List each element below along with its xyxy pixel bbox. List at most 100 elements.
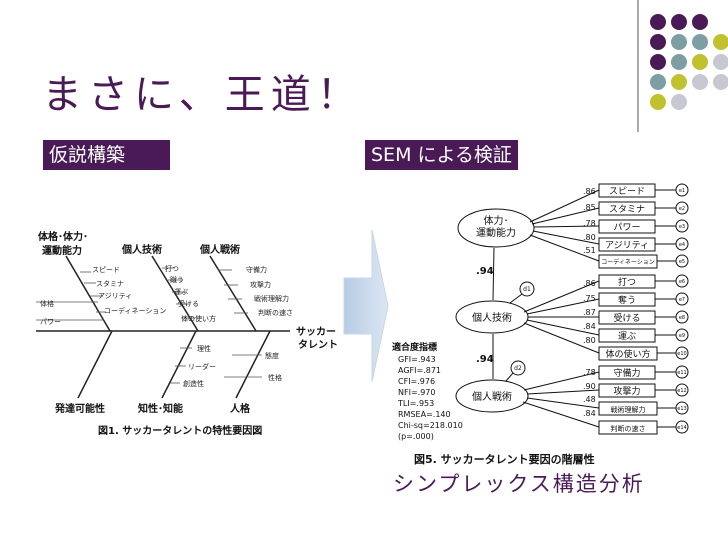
svg-text:e6: e6 xyxy=(679,279,685,285)
loading: .84 xyxy=(583,409,596,418)
dot xyxy=(692,14,708,30)
indicator-label: 守備力 xyxy=(613,367,640,379)
loading: .78 xyxy=(583,368,596,377)
dot xyxy=(650,14,666,30)
bone-personality xyxy=(235,330,271,399)
indicator-label: 奪う xyxy=(618,294,636,306)
fit-index: RMSEA=.140 xyxy=(398,410,451,419)
dot xyxy=(650,34,666,50)
dot xyxy=(671,34,687,50)
svg-text:e13: e13 xyxy=(677,406,686,412)
indicator-label: 運ぶ xyxy=(618,331,636,342)
dot xyxy=(671,14,687,30)
dot xyxy=(692,54,708,70)
loading: .48 xyxy=(583,395,596,404)
loading: .86 xyxy=(583,187,596,196)
branch-label: 性格 xyxy=(268,373,282,382)
indicator-label: 体の使い方 xyxy=(605,348,650,360)
indicator-label: 戦術理解力 xyxy=(611,405,646,414)
branch-label: 態度 xyxy=(265,351,279,360)
dot xyxy=(692,34,708,50)
branch-label: アジリティ xyxy=(98,292,132,300)
fit-index: (p=.000) xyxy=(398,432,434,441)
latent-tactics xyxy=(455,379,529,413)
sem-verification-label: SEM による検証 xyxy=(365,140,518,170)
indicator-label: パワー xyxy=(613,222,640,233)
indicator-label: 判断の速さ xyxy=(611,424,646,433)
fit-index: NFI=.970 xyxy=(398,388,435,397)
branch-label: 攻撃力 xyxy=(250,280,271,289)
disturbance-label: d2 xyxy=(514,365,522,372)
dot xyxy=(650,94,666,110)
svg-text:e5: e5 xyxy=(679,259,685,265)
accent-divider xyxy=(637,0,639,132)
arrow-shape xyxy=(343,229,389,383)
svg-text:e3: e3 xyxy=(679,224,685,230)
bone-tactics xyxy=(209,255,257,332)
branch-label: 体格 xyxy=(40,299,54,308)
loading: .51 xyxy=(583,246,596,255)
disturbance-path xyxy=(505,372,514,382)
dot xyxy=(713,54,728,70)
svg-text:e9: e9 xyxy=(679,333,685,339)
dot xyxy=(650,74,666,90)
loading: .86 xyxy=(583,279,596,288)
bone-technique xyxy=(151,255,199,332)
disturbance-d1 xyxy=(519,281,535,297)
fit-index: AGFI=.871 xyxy=(398,366,441,375)
branch-label: 創造性 xyxy=(183,379,204,388)
loading: .84 xyxy=(583,322,596,331)
branch-label: 体の使い方 xyxy=(181,314,216,323)
indicator-label: 受ける xyxy=(613,312,640,324)
category-development: 発達可能性 xyxy=(54,402,105,415)
disturbance-d2 xyxy=(510,360,526,376)
disturbance-path xyxy=(509,293,523,304)
latent-label: 個人技術 xyxy=(472,311,512,324)
fishbone-caption: 図1. サッカータレントの特性要因図 xyxy=(98,424,262,437)
branch-label: 運ぶ xyxy=(174,287,188,296)
effect-line-1: サッカー xyxy=(296,326,336,338)
latent-label: 体力･ xyxy=(484,214,509,227)
bone-development xyxy=(77,330,113,399)
branch-label: コーディネーション xyxy=(104,306,166,315)
dot xyxy=(671,74,687,90)
indicator-label: 攻撃力 xyxy=(613,385,640,397)
indicator-label: コーディネーション xyxy=(601,258,654,266)
branch-label: 判断の速さ xyxy=(258,308,293,317)
fit-index: GFI=.943 xyxy=(398,355,436,364)
bone-intelligence xyxy=(161,330,197,399)
loading: .80 xyxy=(583,233,596,242)
svg-text:e11: e11 xyxy=(677,370,686,376)
svg-text:e2: e2 xyxy=(679,206,685,212)
category-intelligence: 知性･知能 xyxy=(137,402,183,415)
svg-text:e8: e8 xyxy=(679,315,685,321)
latent-label: 運動能力 xyxy=(476,226,516,239)
branch-label: スタミナ xyxy=(96,279,124,288)
branch-label: スピード xyxy=(92,266,120,274)
loading: .75 xyxy=(583,294,596,303)
svg-text:e10: e10 xyxy=(677,351,686,357)
branch-label: 打つ xyxy=(165,264,179,273)
path-coef: .94 xyxy=(476,354,494,365)
dot xyxy=(713,34,728,50)
branch-label: 受ける xyxy=(178,299,199,308)
indicator-label: アジリティ xyxy=(605,240,649,251)
svg-text:e12: e12 xyxy=(677,388,686,394)
latent-label: 個人戦術 xyxy=(472,390,512,403)
fit-index: TLI=.953 xyxy=(397,399,434,408)
loading: .78 xyxy=(583,219,596,228)
latent-physical xyxy=(457,208,535,248)
structural-path xyxy=(492,247,495,301)
svg-text:e4: e4 xyxy=(679,242,685,248)
dot xyxy=(671,54,687,70)
svg-text:e14: e14 xyxy=(677,425,686,431)
loading: .80 xyxy=(583,336,596,345)
indicator-label: 打つ xyxy=(618,276,636,288)
loading: .87 xyxy=(583,308,596,317)
category-physical-1: 体格･体力･ xyxy=(38,230,88,243)
branch-label: 蹴う xyxy=(170,275,184,284)
loading: .85 xyxy=(583,203,596,212)
effect-line-2: タレント xyxy=(298,339,338,351)
